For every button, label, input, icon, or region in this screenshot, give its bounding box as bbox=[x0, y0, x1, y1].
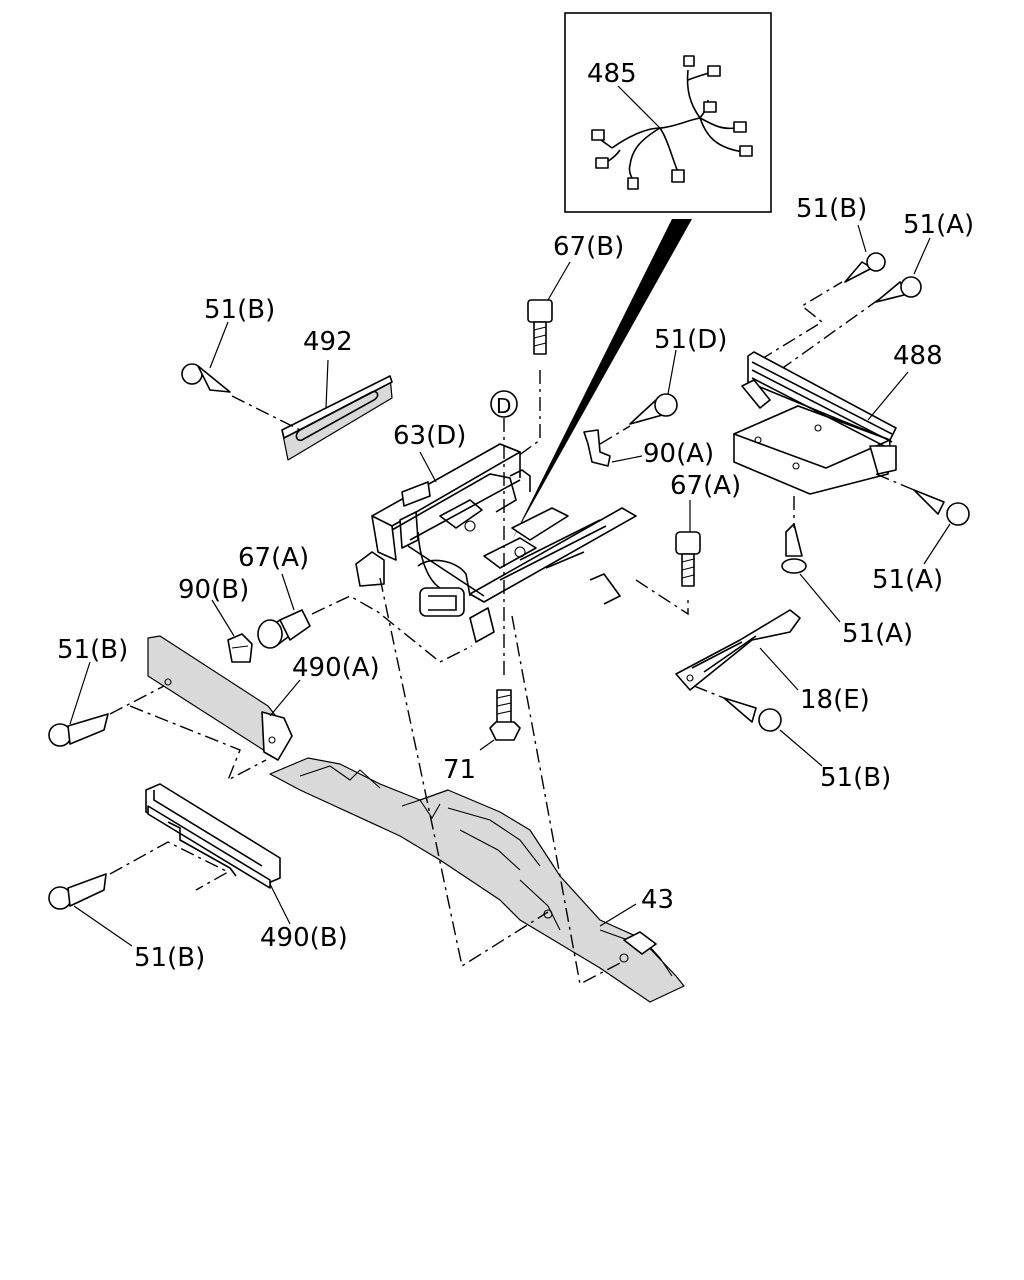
label-490b: 490(B) bbox=[260, 923, 348, 953]
dash-492 bbox=[231, 395, 301, 431]
leader-51a-top bbox=[913, 237, 931, 275]
leader-488 bbox=[867, 371, 909, 421]
screw-51d bbox=[629, 393, 678, 425]
dash-67b bbox=[517, 370, 541, 457]
cover-490b bbox=[145, 783, 281, 889]
label-71: 71 bbox=[443, 755, 476, 785]
bolt-71 bbox=[489, 689, 521, 741]
leader-63d bbox=[419, 451, 437, 483]
leader-90b bbox=[211, 599, 235, 637]
leader-51a-ecu-bottom bbox=[799, 573, 841, 623]
dash-51a-top bbox=[779, 299, 879, 371]
bracket-492 bbox=[281, 375, 393, 461]
screw-51a-top bbox=[875, 276, 922, 303]
reference-d-circle bbox=[490, 390, 518, 418]
bolt-67b bbox=[527, 299, 553, 355]
label-67a-right: 67(A) bbox=[670, 471, 741, 501]
label-51a-ecu-right: 51(A) bbox=[872, 565, 943, 595]
dash-490a-2 bbox=[129, 705, 267, 782]
leader-51a-ecu-right bbox=[923, 523, 951, 565]
leader-51b-18e bbox=[779, 729, 823, 767]
label-490a: 490(A) bbox=[292, 653, 380, 683]
leader-485 bbox=[617, 85, 661, 129]
label-43: 43 bbox=[641, 885, 674, 915]
label-51a-top: 51(A) bbox=[903, 210, 974, 240]
dash-18e bbox=[693, 685, 725, 699]
leader-490b bbox=[269, 883, 291, 925]
bolt-67a-right bbox=[675, 531, 701, 587]
screw-51b-490a bbox=[48, 713, 109, 747]
ecu-488 bbox=[733, 351, 897, 495]
label-67a-left: 67(A) bbox=[238, 543, 309, 573]
screw-51a-ecu-bottom bbox=[781, 523, 807, 574]
leader-71 bbox=[479, 739, 495, 751]
leader-90a bbox=[611, 455, 643, 463]
dash-frame-floor-right bbox=[511, 615, 623, 986]
leader-51b-top bbox=[857, 224, 867, 253]
leader-67a-left bbox=[281, 573, 295, 611]
floor-tunnel-43 bbox=[269, 757, 685, 1003]
reference-d: D bbox=[490, 390, 518, 418]
label-51b-490a: 51(B) bbox=[57, 635, 128, 665]
screw-51a-ecu-right bbox=[913, 489, 970, 526]
leader-51b-490b bbox=[73, 905, 133, 947]
clip-90b bbox=[227, 633, 253, 663]
label-d: D bbox=[496, 394, 511, 418]
screw-51b-492 bbox=[181, 363, 231, 393]
label-18e: 18(E) bbox=[800, 685, 870, 715]
label-67b: 67(B) bbox=[553, 232, 624, 262]
dash-490a-1 bbox=[109, 685, 165, 715]
bracket-18e bbox=[675, 609, 801, 691]
leader-67b bbox=[547, 261, 571, 301]
leader-43 bbox=[599, 903, 637, 927]
dash-frame-floor-left bbox=[379, 577, 549, 968]
leader-51b-490a bbox=[69, 661, 91, 725]
label-492: 492 bbox=[303, 327, 353, 357]
label-488: 488 bbox=[893, 341, 943, 371]
clip-90a bbox=[583, 429, 611, 467]
label-51b-top: 51(B) bbox=[796, 194, 867, 224]
label-51a-ecu-bottom: 51(A) bbox=[842, 619, 913, 649]
seat-frame-63d bbox=[355, 443, 637, 643]
dash-67a-right bbox=[635, 579, 689, 616]
leader-490a bbox=[269, 679, 301, 717]
inset-frame bbox=[564, 12, 772, 213]
label-51b-18e: 51(B) bbox=[820, 763, 891, 793]
label-51b-490b: 51(B) bbox=[134, 943, 205, 973]
leader-51b-492 bbox=[209, 321, 229, 369]
cover-490a bbox=[147, 635, 293, 761]
label-485: 485 bbox=[587, 59, 637, 89]
label-51b-492: 51(B) bbox=[204, 295, 275, 325]
dash-51d bbox=[599, 425, 631, 445]
wiring-harness-drawing bbox=[591, 55, 753, 190]
screw-51b-490b bbox=[48, 873, 107, 910]
screw-51b-top bbox=[844, 252, 886, 283]
leader-492 bbox=[325, 359, 329, 409]
dash-67a-left bbox=[311, 595, 473, 663]
dash-51a-ecu-right bbox=[875, 473, 915, 491]
leader-18e bbox=[759, 647, 799, 691]
harness-inset: 485 bbox=[564, 12, 772, 213]
label-63d: 63(D) bbox=[393, 421, 466, 451]
label-90b: 90(B) bbox=[178, 575, 249, 605]
screw-51b-18e bbox=[723, 697, 782, 732]
leader-51d bbox=[667, 349, 677, 395]
dash-51b-top bbox=[759, 281, 843, 361]
label-90a: 90(A) bbox=[643, 439, 714, 469]
dash-490b bbox=[109, 841, 230, 891]
inset-pointer-wedge bbox=[512, 219, 692, 540]
label-51d: 51(D) bbox=[654, 325, 727, 355]
bolt-67a-left bbox=[257, 609, 311, 649]
